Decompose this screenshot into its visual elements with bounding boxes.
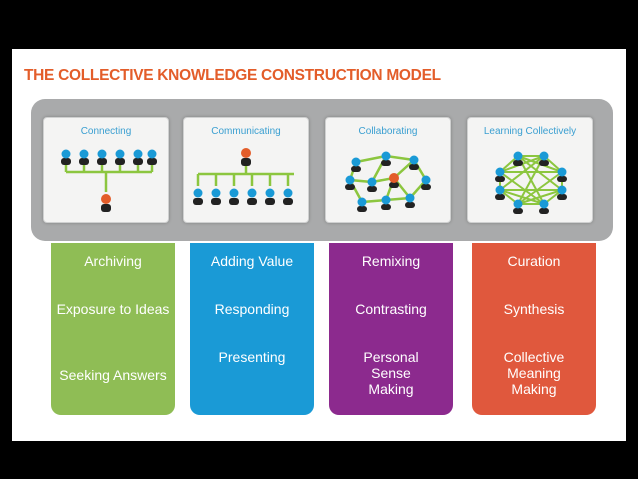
stage-card-collaborating: Collaborating [325,117,451,223]
stage-card-learning-collectively: Learning Collectively [467,117,593,223]
stage-card-communicating: Communicating [183,117,309,223]
stage-column-connecting: Archiving Exposure to Ideas Seeking Answ… [51,243,175,415]
stage-activity: Presenting [218,349,286,365]
stage-label: Collaborating [358,126,418,137]
stage-activity: Collective Meaning Making [503,349,565,397]
stage-activity: Personal Sense Making [363,349,419,397]
stage-card-connecting: Connecting [43,117,169,223]
stage-activity: Responding [214,301,290,317]
collaborating-network-icon [345,151,431,212]
learning-collectively-network-icon [495,151,567,214]
stage-activity: Remixing [361,253,421,269]
stage-column-communicating: Adding Value Responding Presenting [190,243,314,415]
communicating-network-icon [193,148,294,205]
connecting-network-icon [61,149,157,212]
page-title: THE COLLECTIVE KNOWLEDGE CONSTRUCTION MO… [24,67,441,84]
stage-label: Communicating [211,126,281,137]
stage-activity: Curation [507,253,561,269]
slide: THE COLLECTIVE KNOWLEDGE CONSTRUCTION MO… [12,49,626,441]
stage-column-collaborating: Remixing Contrasting Personal Sense Maki… [329,243,453,415]
stage-label: Learning Collectively [483,126,577,137]
stage-activity: Adding Value [210,253,294,269]
stage-column-learning-collectively: Curation Synthesis Collective Meaning Ma… [472,243,596,415]
stage-label: Connecting [80,126,132,137]
stage-activity: Seeking Answers [59,367,167,383]
stages-panel: Connecting Communicating [31,99,613,241]
stage-activity: Archiving [84,253,142,269]
stage-activity: Synthesis [503,301,565,317]
stage-activity: Contrasting [355,301,427,317]
stage-activity: Exposure to Ideas [56,301,170,317]
